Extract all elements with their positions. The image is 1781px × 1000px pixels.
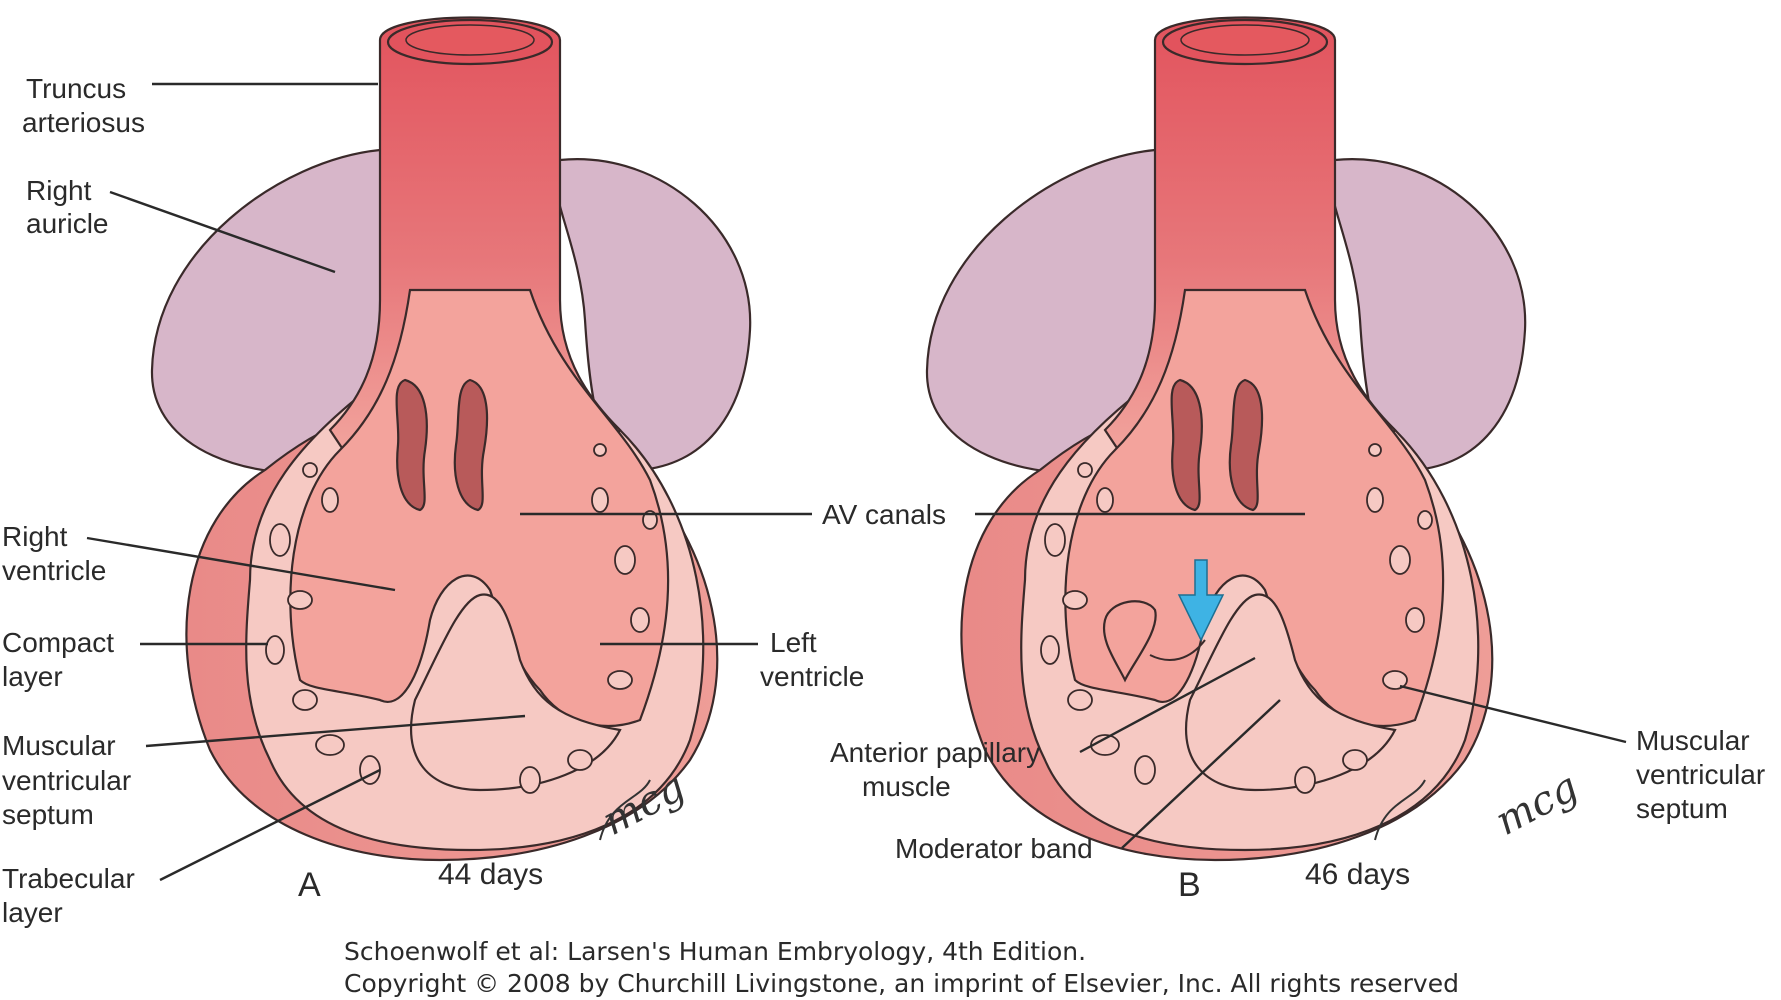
label-truncus-line1: Truncus (26, 73, 126, 104)
label-septum-line2: ventricular (2, 765, 131, 796)
panel-a-letter: A (298, 866, 321, 904)
label-lv-line2: ventricle (760, 661, 864, 692)
panel-b-signature: mcg (1488, 764, 1585, 845)
credit-line-1: Schoenwolf et al: Larsen's Human Embryol… (344, 937, 1086, 966)
panel-a-age: 44 days (438, 858, 543, 891)
panel-a-labels: Truncus arteriosus Right auricle Right v… (2, 73, 864, 928)
anterior-papillary-muscle (1102, 600, 1157, 683)
label-trabecular-line2: layer (2, 897, 63, 928)
label-compact-line2: layer (2, 661, 63, 692)
label-b-septum-line2: ventricular (1636, 759, 1765, 790)
panel-a-heart (150, 16, 752, 862)
label-papillary-line2: muscle (862, 771, 951, 802)
label-trabecular-line1: Trabecular (2, 863, 135, 894)
panel-b-labels: AV canals Anterior papillary muscle Mode… (520, 499, 1765, 904)
label-av-canals: AV canals (822, 499, 946, 530)
moderator-band (1149, 639, 1206, 661)
label-lv-line1: Left (770, 627, 817, 658)
credit-line-2: Copyright © 2008 by Churchill Livingston… (344, 969, 1459, 998)
label-rv-line2: ventricle (2, 555, 106, 586)
panel-b-heart (925, 16, 1527, 862)
label-auricle-line1: Right (26, 175, 92, 206)
label-b-septum-line3: septum (1636, 793, 1728, 824)
label-septum-line1: Muscular (2, 730, 116, 761)
figure-credit: Schoenwolf et al: Larsen's Human Embryol… (344, 937, 1459, 998)
label-auricle-line2: auricle (26, 208, 108, 239)
label-truncus-line2: arteriosus (22, 107, 145, 138)
label-septum-line3: septum (2, 799, 94, 830)
panel-b-letter: B (1178, 866, 1201, 904)
label-b-septum-line1: Muscular (1636, 725, 1750, 756)
panel-b-age: 46 days (1305, 858, 1410, 891)
label-moderator-band: Moderator band (895, 833, 1093, 864)
label-rv-line1: Right (2, 521, 68, 552)
label-papillary-line1: Anterior papillary (830, 737, 1040, 768)
septum-growth-arrow (1177, 559, 1225, 642)
label-compact-line1: Compact (2, 627, 114, 658)
